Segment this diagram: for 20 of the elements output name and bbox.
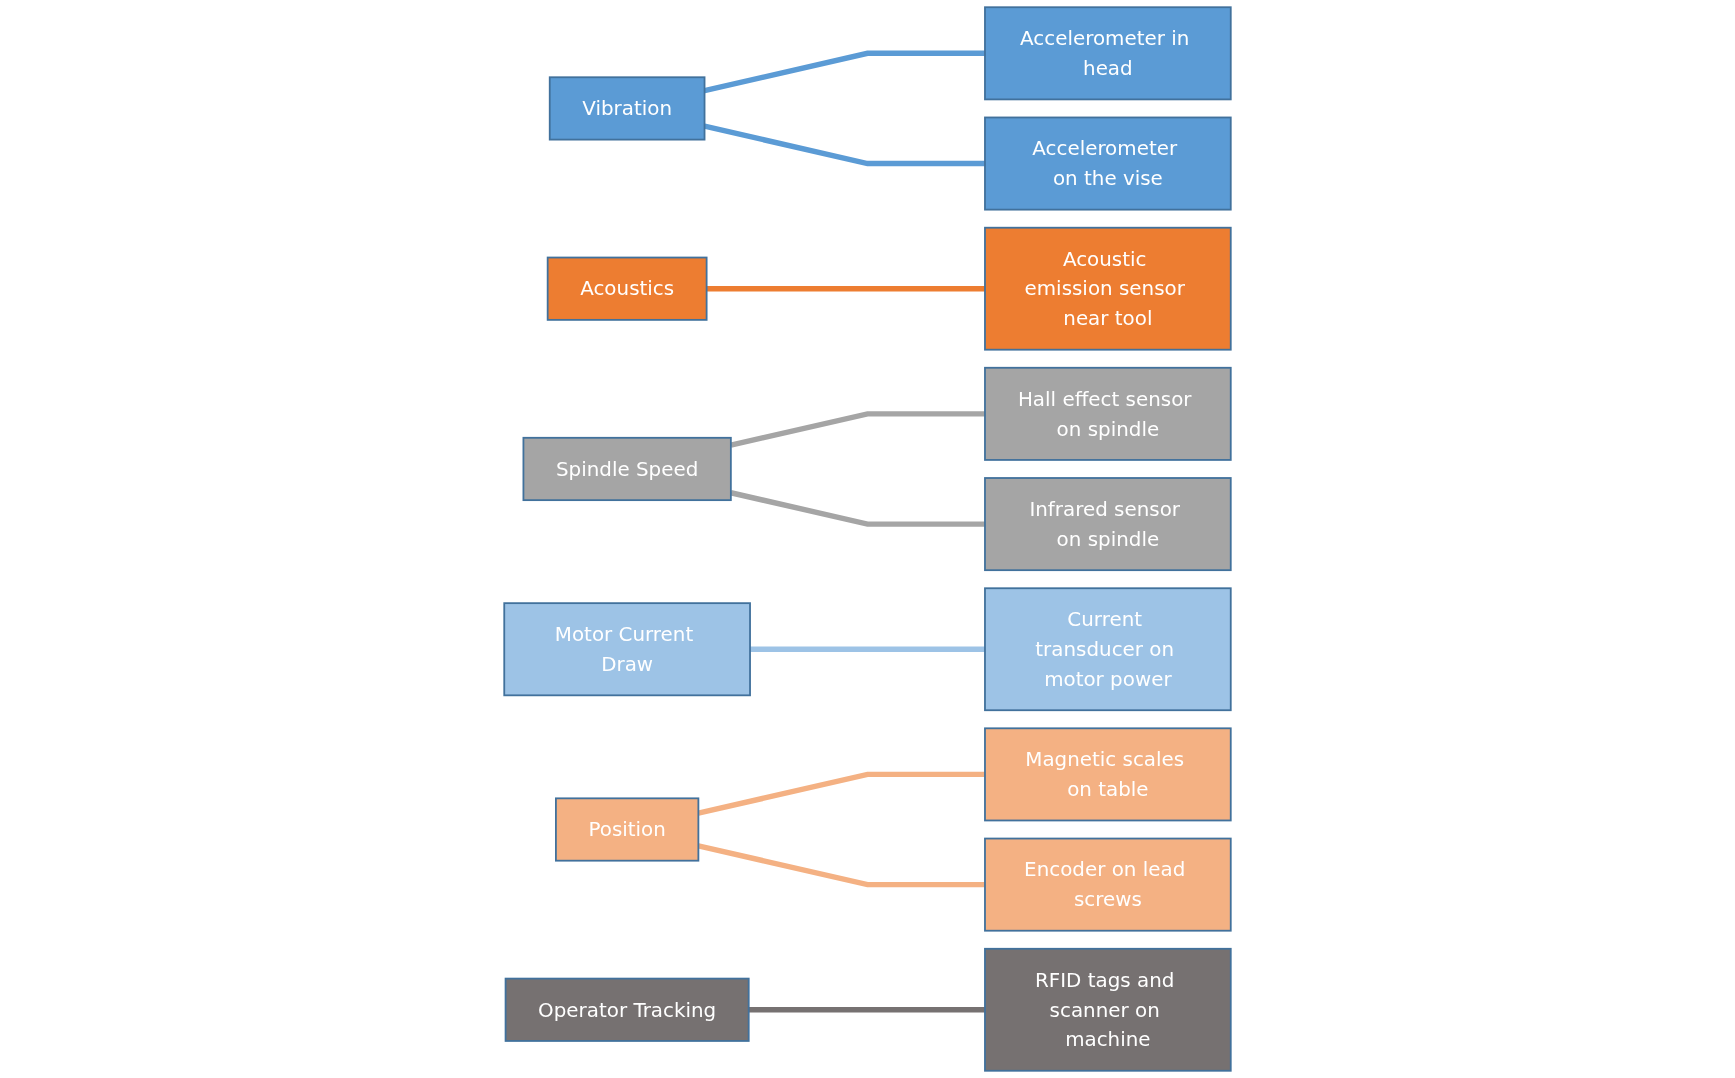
node-box: Encoder on lead screws xyxy=(984,837,1232,932)
node-box: Acoustic emission sensor near tool xyxy=(984,226,1232,351)
node-box: Operator Tracking xyxy=(504,977,750,1042)
node-box: Spindle Speed xyxy=(522,436,732,502)
node-box: RFID tags and scanner on machine xyxy=(984,947,1232,1072)
connector xyxy=(748,1007,985,1013)
node-box: Accelerometer in head xyxy=(984,6,1232,101)
node-box: Position xyxy=(555,797,700,862)
node-box: Magnetic scales on table xyxy=(984,727,1232,822)
node-box: Vibration xyxy=(548,76,706,141)
node-box: Hall effect sensor on spindle xyxy=(984,366,1232,461)
node-box: Motor Current Draw xyxy=(503,602,751,697)
connector xyxy=(750,646,985,652)
connector xyxy=(706,286,985,292)
connector xyxy=(730,490,985,527)
node-box: Accelerometer on the vise xyxy=(984,116,1232,211)
node-box: Infrared sensor on spindle xyxy=(984,477,1232,572)
node-box: Current transducer on motor power xyxy=(984,587,1232,712)
node-box: Acoustics xyxy=(546,256,708,321)
connector xyxy=(730,411,985,448)
